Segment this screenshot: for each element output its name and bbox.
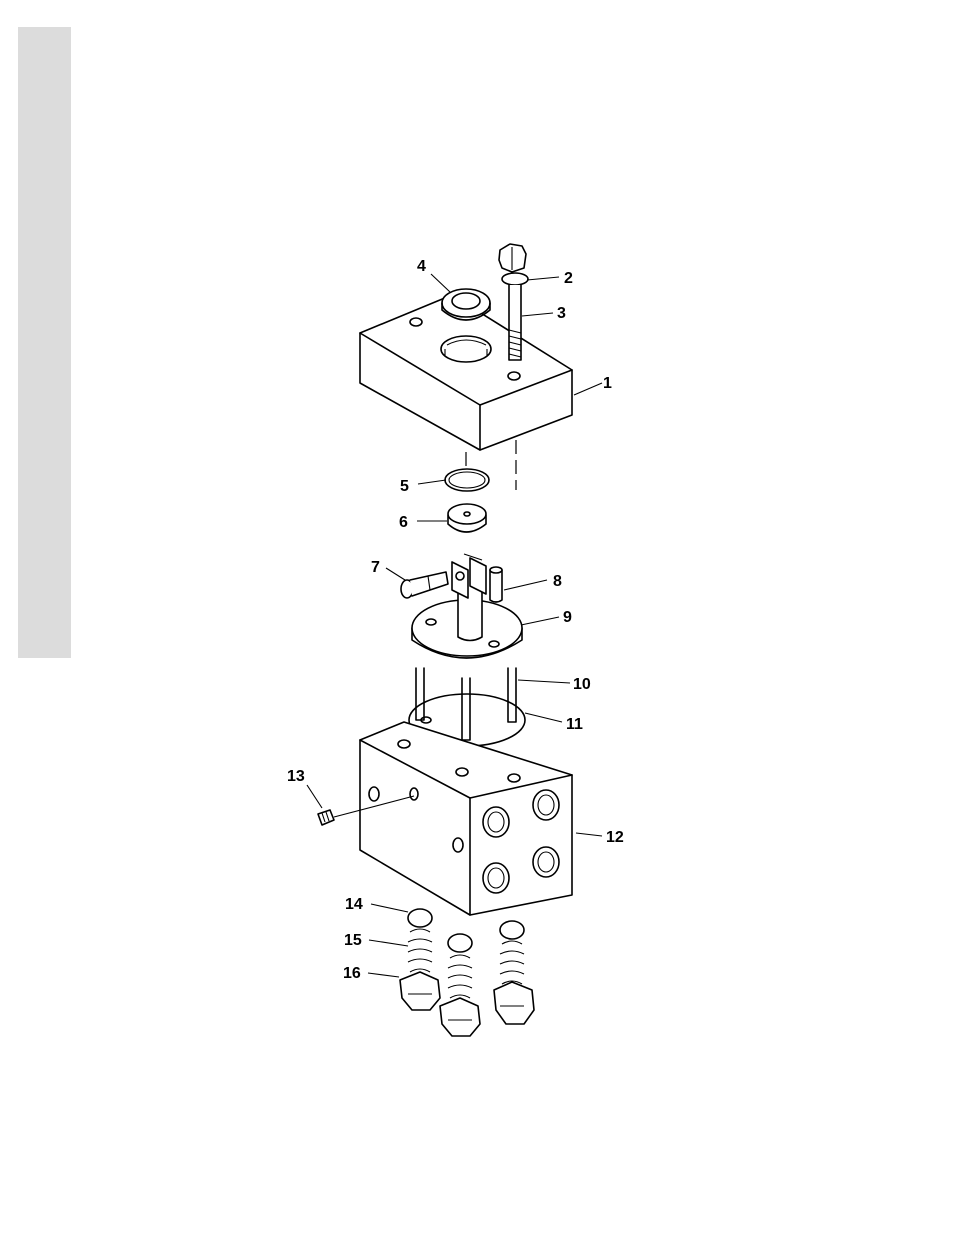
callout-2: 2: [564, 270, 573, 287]
callout-16: 16: [343, 965, 361, 982]
leader-16: [368, 973, 399, 977]
leader-7: [386, 568, 405, 580]
part-10-rods: [416, 668, 516, 740]
leader-13: [307, 785, 322, 808]
leader-5: [418, 480, 446, 484]
leader-10: [518, 680, 570, 683]
part-7-pin: [401, 572, 448, 598]
callout-9: 9: [563, 609, 572, 626]
callout-8: 8: [553, 573, 562, 590]
leader-4: [431, 274, 450, 292]
part-14-16-valve-stack-left: [400, 909, 440, 1010]
callout-3: 3: [557, 305, 566, 322]
leader-3: [522, 313, 553, 316]
part-4-seal: [442, 289, 490, 320]
callout-10: 10: [573, 676, 591, 693]
callout-1: 1: [603, 375, 612, 392]
leader-2: [527, 277, 559, 280]
part-5-o-ring-inner: [449, 472, 485, 488]
part-6-disc: [448, 504, 486, 532]
callout-4: 4: [417, 258, 426, 275]
callout-7: 7: [371, 559, 380, 576]
part-12-lower-block: [360, 717, 572, 915]
callout-15: 15: [344, 932, 362, 949]
leader-9: [521, 617, 559, 625]
callout-11: 11: [566, 716, 583, 733]
part-14-16-valve-stack-right: [494, 921, 534, 1024]
leader-15: [369, 940, 408, 946]
part-9-plate: [412, 554, 522, 658]
leader-11: [525, 713, 562, 722]
callout-13: 13: [287, 768, 305, 785]
leader-14: [371, 904, 408, 912]
callout-5: 5: [400, 478, 409, 495]
part-14-16-valve-stack-center: [440, 934, 480, 1036]
callout-12: 12: [606, 829, 624, 846]
callout-6: 6: [399, 514, 408, 531]
part-8-roller: [490, 567, 502, 602]
callout-14: 14: [345, 896, 363, 913]
leader-1: [574, 383, 602, 395]
leader-12: [576, 833, 602, 836]
part-1-upper-block: [360, 295, 572, 490]
leader-8: [504, 580, 547, 590]
